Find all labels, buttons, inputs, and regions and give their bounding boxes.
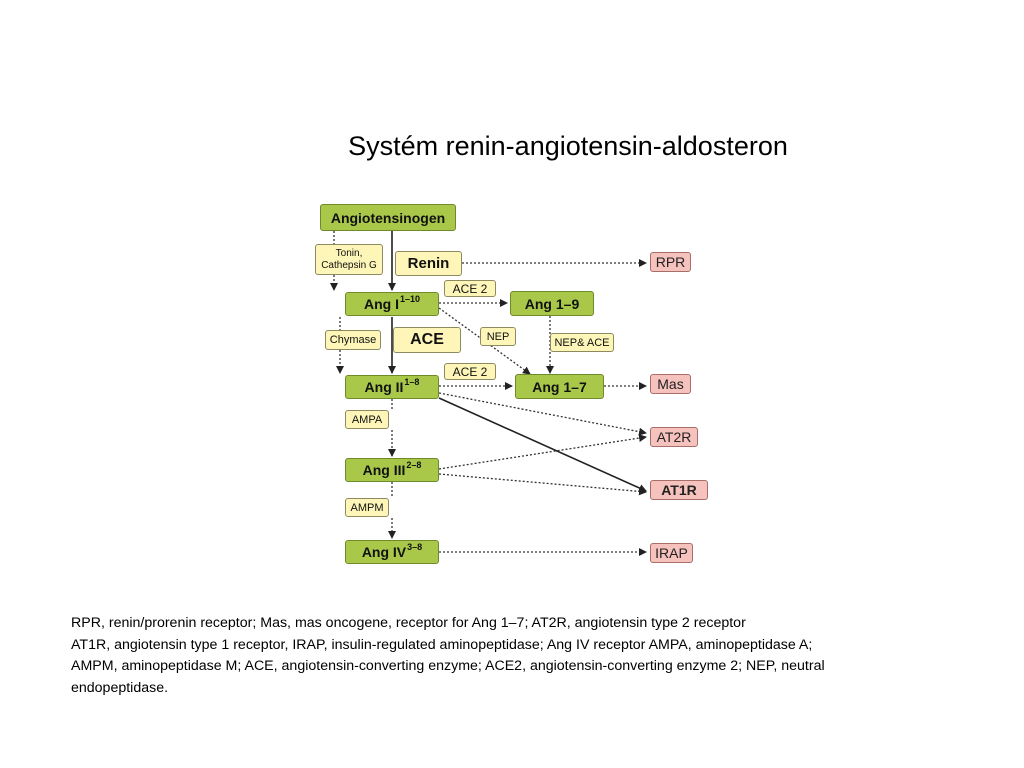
node-nep-ace: NEP& ACE [550,333,614,352]
node-at2r: AT2R [650,427,698,447]
node-ampm: AMPM [345,498,389,517]
node-rpr: RPR [650,252,691,272]
caption-line: RPR, renin/prorenin receptor; Mas, mas o… [71,615,746,631]
node-ace2-bottom: ACE 2 [444,363,496,380]
diagram-arrows [330,231,647,556]
raas-diagram: Angiotensinogen Tonin, Cathepsin G Renin… [300,190,730,580]
caption-line: AMPM, aminopeptidase M; ACE, angiotensin… [71,658,825,674]
node-ace: ACE [393,327,461,353]
node-ampa: AMPA [345,410,389,429]
node-at1r: AT1R [650,480,708,500]
arrow-ang3-to-at2r [438,434,647,470]
node-ang19: Ang 1–9 [510,291,594,316]
arrow-ang3-to-at1r [438,473,647,496]
node-ang17: Ang 1–7 [515,374,604,399]
arrow-ang2-to-at1r [438,397,647,492]
node-chymase: Chymase [325,330,381,350]
caption-line: endopeptidase. [71,679,169,696]
caption-line: AT1R, angiotensin type 1 receptor, IRAP,… [71,636,813,653]
abbreviation-caption: RPR, renin/prorenin receptor; Mas, mas o… [71,613,981,699]
node-mas: Mas [650,374,691,394]
arrow-ang2-to-at2r [438,392,647,436]
node-nep: NEP [480,327,516,346]
node-ace2-top: ACE 2 [444,280,496,297]
node-irap: IRAP [650,543,693,563]
node-renin: Renin [395,251,462,276]
node-tonin-cathepsin: Tonin, Cathepsin G [315,244,383,275]
slide-title: Systém renin-angiotensin-aldosteron [348,131,788,161]
node-angiotensinogen: Angiotensinogen [320,204,456,231]
